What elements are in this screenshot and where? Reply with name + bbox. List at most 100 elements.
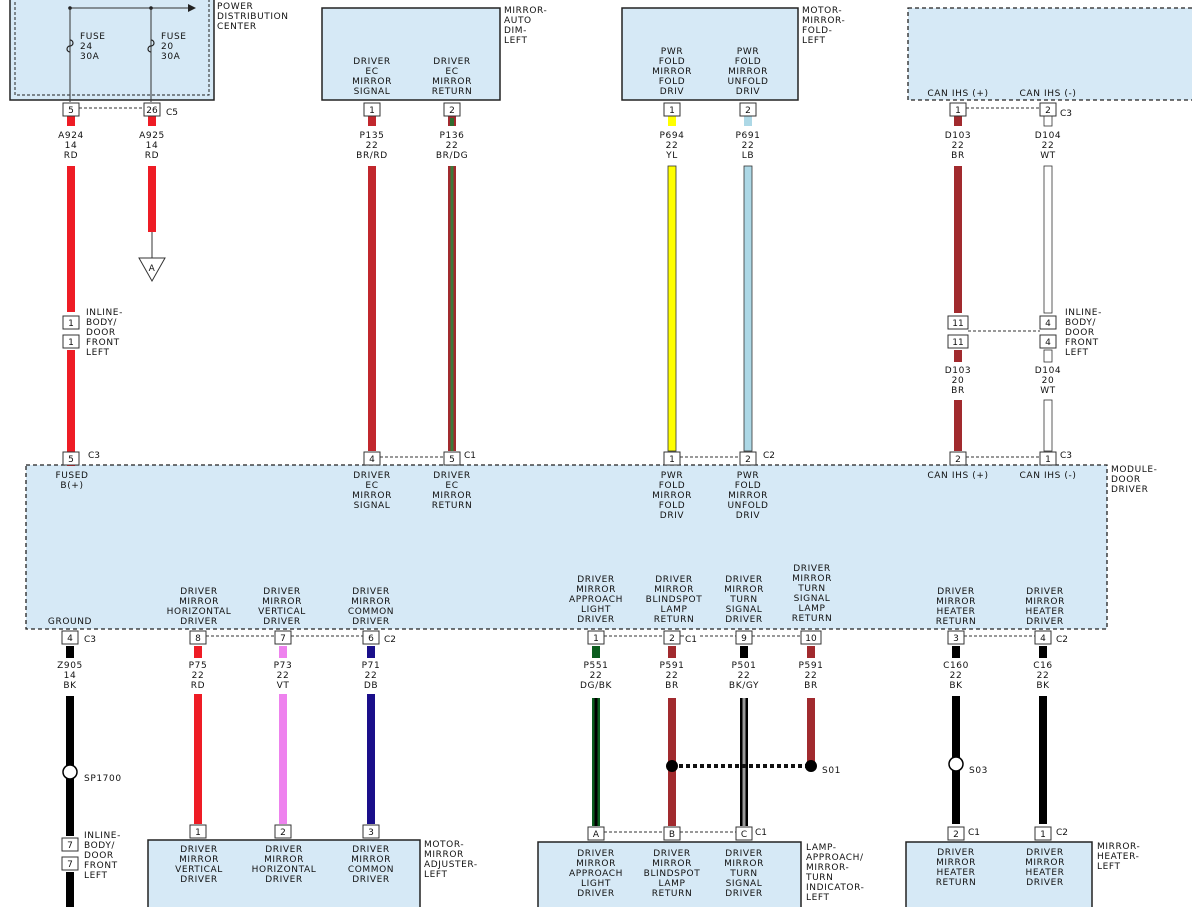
- svg-text:3: 3: [953, 634, 959, 644]
- svg-text:4: 4: [369, 455, 375, 465]
- can-minus-top: CAN IHS (-): [1020, 89, 1077, 99]
- svg-text:5: 5: [68, 106, 74, 116]
- splice-s01-left: [666, 760, 678, 772]
- svg-text:A: A: [593, 830, 600, 840]
- svg-text:C1: C1: [685, 635, 697, 645]
- svg-text:C2: C2: [1056, 828, 1068, 838]
- wire-d103b: [954, 400, 962, 451]
- svg-text:1: 1: [68, 338, 74, 348]
- wire-p73: [279, 694, 287, 824]
- svg-text:7: 7: [67, 841, 73, 851]
- ground-symbol-a: [138, 257, 166, 283]
- svg-text:C1: C1: [755, 828, 767, 838]
- wire-p691: [743, 165, 753, 452]
- svg-text:C: C: [741, 830, 747, 840]
- svg-text:1: 1: [669, 106, 675, 116]
- svg-text:26: 26: [146, 106, 158, 116]
- svg-text:4: 4: [1045, 319, 1051, 329]
- svg-text:7: 7: [67, 860, 73, 870]
- svg-text:2: 2: [449, 106, 455, 116]
- wire-a925: [148, 166, 156, 232]
- svg-text:C2: C2: [384, 635, 396, 645]
- svg-text:5: 5: [68, 455, 74, 465]
- svg-text:4: 4: [67, 634, 73, 644]
- svg-text:30A: 30A: [161, 52, 181, 62]
- svg-text:1: 1: [195, 828, 201, 838]
- svg-text:2: 2: [745, 455, 751, 465]
- svg-text:8: 8: [195, 634, 201, 644]
- svg-text:5: 5: [449, 455, 455, 465]
- svg-text:24: 24: [80, 42, 93, 52]
- svg-text:20: 20: [161, 42, 174, 52]
- wire-p135: [368, 166, 376, 451]
- svg-text:C3: C3: [84, 635, 96, 645]
- svg-text:CAN IHS (+): CAN IHS (+): [927, 471, 988, 481]
- splice-sp1700: [62, 764, 78, 780]
- wire-c16: [1039, 696, 1047, 824]
- svg-text:C3: C3: [1060, 109, 1072, 119]
- svg-text:C3: C3: [1060, 451, 1072, 461]
- svg-text:2: 2: [669, 634, 675, 644]
- svg-text:FUSE: FUSE: [80, 32, 106, 42]
- svg-text:9: 9: [741, 634, 747, 644]
- svg-text:11: 11: [952, 338, 963, 348]
- wire-p71: [367, 694, 375, 824]
- svg-text:11: 11: [952, 319, 963, 329]
- svg-text:C2: C2: [763, 451, 775, 461]
- splice-s01: [805, 760, 817, 772]
- svg-text:CAN IHS (-): CAN IHS (-): [1020, 471, 1077, 481]
- can-connector-top: CAN IHS (+) CAN IHS (-): [907, 7, 1192, 101]
- svg-text:1: 1: [669, 455, 675, 465]
- svg-text:1: 1: [369, 106, 375, 116]
- svg-text:MOTOR-MIRROR-FOLD-LEFT: MOTOR-MIRROR-FOLD-LEFT: [802, 6, 845, 46]
- wire-a924-stub: [67, 116, 75, 126]
- svg-text:2: 2: [745, 106, 751, 116]
- svg-text:10: 10: [805, 634, 817, 644]
- svg-text:2: 2: [955, 455, 961, 465]
- wire-d104: [1043, 165, 1053, 314]
- svg-text:MIRROR-HEATER-LEFT: MIRROR-HEATER-LEFT: [1097, 842, 1140, 872]
- svg-text:GROUND: GROUND: [48, 617, 92, 627]
- can-plus-top: CAN IHS (+): [927, 89, 988, 99]
- svg-text:B: B: [669, 830, 675, 840]
- wire-a924-lower: [67, 350, 75, 453]
- svg-text:S01: S01: [822, 766, 841, 776]
- wire-p694: [667, 165, 677, 452]
